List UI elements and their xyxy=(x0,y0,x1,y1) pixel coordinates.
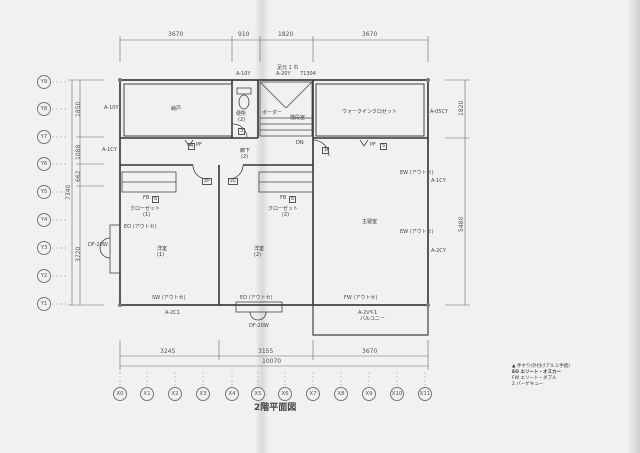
dim-top-4: 3670 xyxy=(362,31,378,38)
room-hall: 廊下 xyxy=(240,148,251,154)
dim-bottom-total: 10070 xyxy=(262,358,282,365)
dim-left-total: 7340 xyxy=(65,184,72,200)
axis-x2: X2 xyxy=(168,387,182,401)
axis-x0: X0 xyxy=(113,387,127,401)
axis-x7: X7 xyxy=(306,387,320,401)
room-western-2-num: (2) xyxy=(254,252,262,258)
fixture-fb-2: FB xyxy=(280,195,287,201)
axis-y6: Y6 xyxy=(37,157,51,171)
tag-6a: 6 xyxy=(152,196,160,203)
drawing-title: 2階平面図 xyxy=(254,403,297,413)
axis-x3: X3 xyxy=(196,387,210,401)
room-western-1-num: (1) xyxy=(157,252,165,258)
dim-right-1: 1820 xyxy=(458,100,465,116)
legend-item: FW エリート・ダブル xyxy=(512,376,557,381)
window-eo-2: EO (アウトセ) xyxy=(240,295,273,301)
axis-x1: X1 xyxy=(140,387,154,401)
axis-y3: Y3 xyxy=(37,241,51,255)
tag-5: 5 xyxy=(380,143,388,150)
room-western-1: 洋室 xyxy=(157,246,168,252)
tag-6b: 6 xyxy=(289,196,297,203)
axis-y1: Y1 xyxy=(37,297,51,311)
room-toilet: 便所 xyxy=(236,111,247,117)
window-eo-1: EO (アウトセ) xyxy=(124,224,157,230)
dim-left-1: 1850 xyxy=(75,101,82,117)
fixture-pf-1: PF xyxy=(196,142,202,148)
tag-2l: 2L xyxy=(228,178,238,185)
axis-y4: Y4 xyxy=(37,213,51,227)
room-closet-2-num: (2) xyxy=(282,212,290,218)
window-fw-1: FW (アウトセ) xyxy=(344,295,378,301)
fixture-pf-2: PF xyxy=(370,142,376,148)
room-master-bedroom: 主寝室 xyxy=(362,219,378,225)
door-label-left: DF-20W xyxy=(88,242,108,248)
room-balcony: バルコニー xyxy=(360,316,385,322)
axis-x5: X5 xyxy=(251,387,265,401)
tag-2p: 2P xyxy=(202,178,213,185)
dim-left-2: 1088 xyxy=(75,144,82,160)
window-label-right-1: A-05CY xyxy=(430,109,448,115)
stair-label-1: ボーダー xyxy=(262,110,283,116)
window-label-bottom-1: A-2C1 xyxy=(165,310,180,316)
room-closet-1: クローゼット xyxy=(130,206,161,212)
window-ew-1: EW (アウトセ) xyxy=(400,170,434,176)
axis-x6: X6 xyxy=(278,387,292,401)
dim-bottom-1: 3245 xyxy=(160,348,176,355)
axis-x10: X10 xyxy=(390,387,404,401)
window-label-top-1: A-10Y xyxy=(236,71,251,77)
room-western-2: 洋室 xyxy=(254,246,265,252)
dim-top-1: 3670 xyxy=(168,31,184,38)
axis-y5: Y5 xyxy=(37,185,51,199)
window-label-left-1: A-10Y xyxy=(104,105,119,111)
room-storage: 納戸 xyxy=(171,106,182,112)
legend-item: EO エリート・オスカー xyxy=(512,370,561,375)
dim-right-2: 5480 xyxy=(458,216,465,232)
dimension-lines xyxy=(68,36,470,370)
window-label-right-3: A-2CY xyxy=(431,248,446,254)
label-top-note: 足元 1 巾 xyxy=(277,65,299,71)
dim-left-4: 3720 xyxy=(75,246,82,262)
dim-top-2: 910 xyxy=(238,31,250,38)
tag-3: 3 xyxy=(238,128,246,135)
tag-4: 4 xyxy=(188,143,196,150)
axis-y2: Y2 xyxy=(37,269,51,283)
fixture-fb-1: FB xyxy=(143,195,150,201)
window-label-left-2: A-1CY xyxy=(102,147,117,153)
tag-1: 1 xyxy=(322,147,330,154)
axis-y8: Y8 xyxy=(37,102,51,116)
axis-x11: X11 xyxy=(418,387,432,401)
window-label-right-2: A-1CY xyxy=(431,178,446,184)
dim-bottom-2: 3155 xyxy=(258,348,274,355)
stair-label-2: 階段室 xyxy=(290,115,306,121)
legend-item: 2 バーゲキュー xyxy=(512,382,544,387)
dim-top-3: 1820 xyxy=(278,31,294,38)
page-edge xyxy=(628,0,640,453)
axis-x9: X9 xyxy=(362,387,376,401)
room-walkin-closet: ウォークインクロゼット xyxy=(342,109,398,115)
window-sw-1: SW (アウトセ) xyxy=(152,295,186,301)
dim-bottom-3: 3670 xyxy=(362,348,378,355)
room-closet-1-num: (1) xyxy=(143,212,151,218)
stair-dn: DN xyxy=(296,140,304,146)
axis-y7: Y7 xyxy=(37,130,51,144)
door-label-bottom: DF-20W xyxy=(249,323,269,329)
column-markers xyxy=(118,78,430,307)
window-ew-2: EW (アウトセ) xyxy=(400,229,434,235)
grid-leaders xyxy=(52,81,426,386)
window-label-bottom-2: A-2VY-1 xyxy=(358,310,378,316)
legend: ▲ 手すり(外付けアルミ手摺) EO エリート・オスカー FW エリート・ダブル… xyxy=(512,364,570,388)
room-closet-2: クローゼット xyxy=(268,206,299,212)
dim-left-3: 662 xyxy=(75,170,82,182)
axis-y9: Y9 xyxy=(37,75,51,89)
axis-x8: X8 xyxy=(334,387,348,401)
walls xyxy=(119,79,429,306)
legend-item: ▲ 手すり(外付けアルミ手摺) xyxy=(512,364,570,369)
axis-x4: X4 xyxy=(225,387,239,401)
window-label-top-3: 71304 xyxy=(300,71,316,77)
window-label-top-2: A-20Y xyxy=(276,71,291,77)
room-toilet-num: (2) xyxy=(238,117,246,123)
room-hall-num: (2) xyxy=(241,154,249,160)
